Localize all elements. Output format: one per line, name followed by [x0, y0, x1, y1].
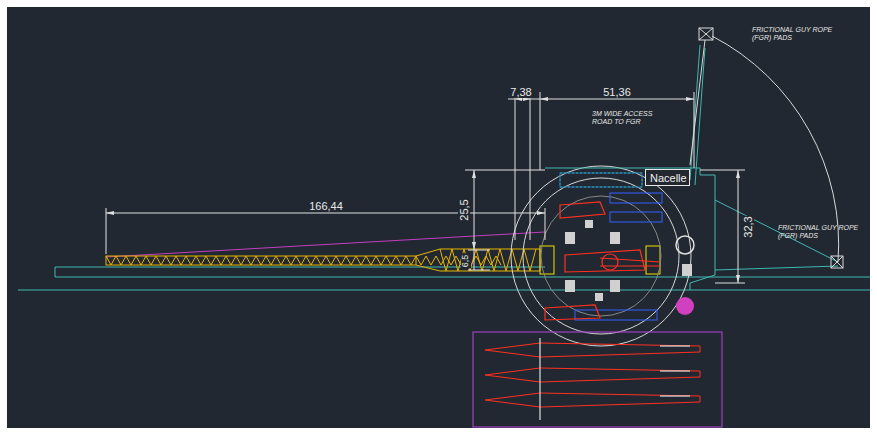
dimension-label: 51,36: [602, 86, 632, 98]
note-label: 3M WIDE ACCESS ROAD TO FGR: [592, 110, 658, 125]
dimension-label: 32,3: [742, 215, 754, 238]
note-label: FRICTIONAL GUY ROPE (FGR) PADS: [752, 26, 844, 41]
dimension-label: 166,44: [308, 200, 344, 212]
dimension-label: 7,38: [509, 86, 532, 98]
note-label: FRICTIONAL GUY ROPE (FGR) PADS: [778, 224, 870, 239]
label-box: Nacelle: [645, 169, 690, 186]
dimension-label: 6,5: [461, 254, 471, 269]
node-text: Nacelle: [650, 172, 685, 184]
dimension-label: 25,5: [458, 198, 470, 221]
